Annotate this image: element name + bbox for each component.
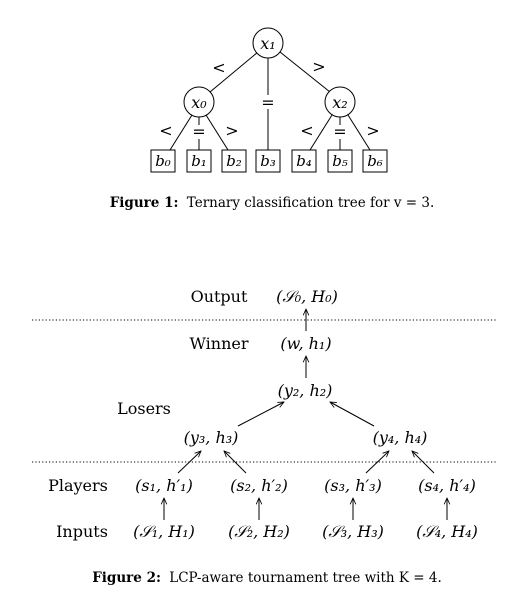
leaf-b0: b₀ (150, 149, 176, 173)
leaf-b5: b₅ (327, 149, 353, 173)
figure-1-caption-label: Figure 1: (110, 195, 179, 211)
edge-root-left (209, 51, 259, 93)
figure-1-caption-text: Ternary classification tree for v = 3. (187, 195, 435, 211)
loser-node-left: (y₃, h₃) (184, 428, 239, 447)
svg-text:b₀: b₀ (155, 152, 171, 170)
figure-1-ternary-tree: x₁ x₀ x₂ < = > < = > < = > (110, 27, 435, 211)
loser-node-right: (y₄, h₄) (373, 428, 428, 447)
figure-2-caption-text: LCP-aware tournament tree with K = 4. (169, 570, 442, 586)
svg-text:b₄: b₄ (296, 152, 312, 170)
input-node-4: (𝒮₄, H₄) (416, 522, 478, 541)
arrow-loser-left-to-top (237, 402, 284, 427)
edge-label-right-mid: = (333, 122, 346, 141)
input-node-3: (𝒮₃, H₃) (322, 522, 384, 541)
row-label-inputs: Inputs (56, 522, 108, 541)
winner-node: (w, h₁) (280, 334, 331, 353)
svg-text:x₂: x₂ (332, 93, 347, 112)
svg-text:x₀: x₀ (191, 93, 207, 112)
svg-text:b₂: b₂ (226, 152, 242, 170)
edge-left-right (205, 114, 229, 151)
arrow-player4-to-loser-right (412, 451, 435, 474)
tree-node-root: x₁ (252, 27, 284, 59)
player-node-3: (s₃, h′₃) (324, 476, 382, 495)
leaf-b6: b₆ (362, 149, 388, 173)
edge-label-left-mid: = (192, 122, 205, 141)
edge-label-left-mid-bg (193, 125, 205, 139)
leaf-b3: b₃ (255, 149, 281, 173)
edge-label-right-right: > (366, 121, 379, 140)
edge-left-left (169, 114, 193, 151)
svg-text:b₅: b₅ (332, 152, 348, 170)
svg-text:b₃: b₃ (260, 152, 276, 170)
input-node-2: (𝒮₂, H₂) (228, 522, 290, 541)
arrow-player2-to-loser-left (224, 451, 247, 474)
row-label-output: Output (191, 287, 248, 306)
leaf-b4: b₄ (291, 149, 317, 173)
edge-label-root-right: > (312, 57, 325, 76)
edge-label-root-left: < (212, 58, 225, 77)
edge-label-left-left: < (159, 121, 172, 140)
row-label-losers: Losers (117, 399, 171, 418)
input-node-1: (𝒮₁, H₁) (133, 522, 195, 541)
player-node-4: (s₄, h′₄) (418, 476, 476, 495)
row-label-winner: Winner (189, 334, 248, 353)
player-node-2: (s₂, h′₂) (230, 476, 288, 495)
row-label-players: Players (48, 476, 108, 495)
figure-1-caption: Figure 1: Ternary classification tree fo… (110, 195, 435, 211)
player-node-1: (s₁, h′₁) (135, 476, 193, 495)
leaf-b2: b₂ (221, 149, 247, 173)
edge-label-right-left: < (300, 121, 313, 140)
edge-root-right (279, 51, 331, 93)
edge-labels: < = > < = > < = > (159, 57, 379, 141)
edge-label-right-mid-bg (334, 125, 346, 139)
svg-text:b₆: b₆ (367, 152, 383, 170)
figure-2-caption-label: Figure 2: (92, 570, 161, 586)
leaf-b1: b₁ (186, 149, 212, 173)
figure-2-caption: Figure 2: LCP-aware tournament tree with… (92, 570, 442, 586)
loser-node-top: (y₂, h₂) (278, 381, 333, 400)
arrow-player3-to-loser-right (365, 451, 389, 474)
arrow-player1-to-loser-left (177, 451, 201, 474)
edge-label-left-right: > (225, 121, 238, 140)
tree-node-right: x₂ (324, 86, 356, 118)
tree-leaves: b₀ b₁ b₂ b₃ b₄ b₅ (150, 149, 388, 173)
edge-right-right (347, 114, 371, 151)
svg-text:x₁: x₁ (260, 34, 275, 53)
tree-node-left: x₀ (183, 86, 215, 118)
arrow-loser-right-to-top (330, 402, 375, 427)
edge-right-left (309, 114, 333, 151)
figure-2-tournament-tree: Output Winner Losers Players Inputs (𝒮₀,… (32, 287, 497, 586)
edge-label-root-mid-bg (261, 95, 275, 109)
svg-text:b₁: b₁ (191, 152, 207, 170)
output-node: (𝒮₀, H₀) (276, 287, 338, 306)
edge-label-root-mid: = (261, 93, 274, 112)
